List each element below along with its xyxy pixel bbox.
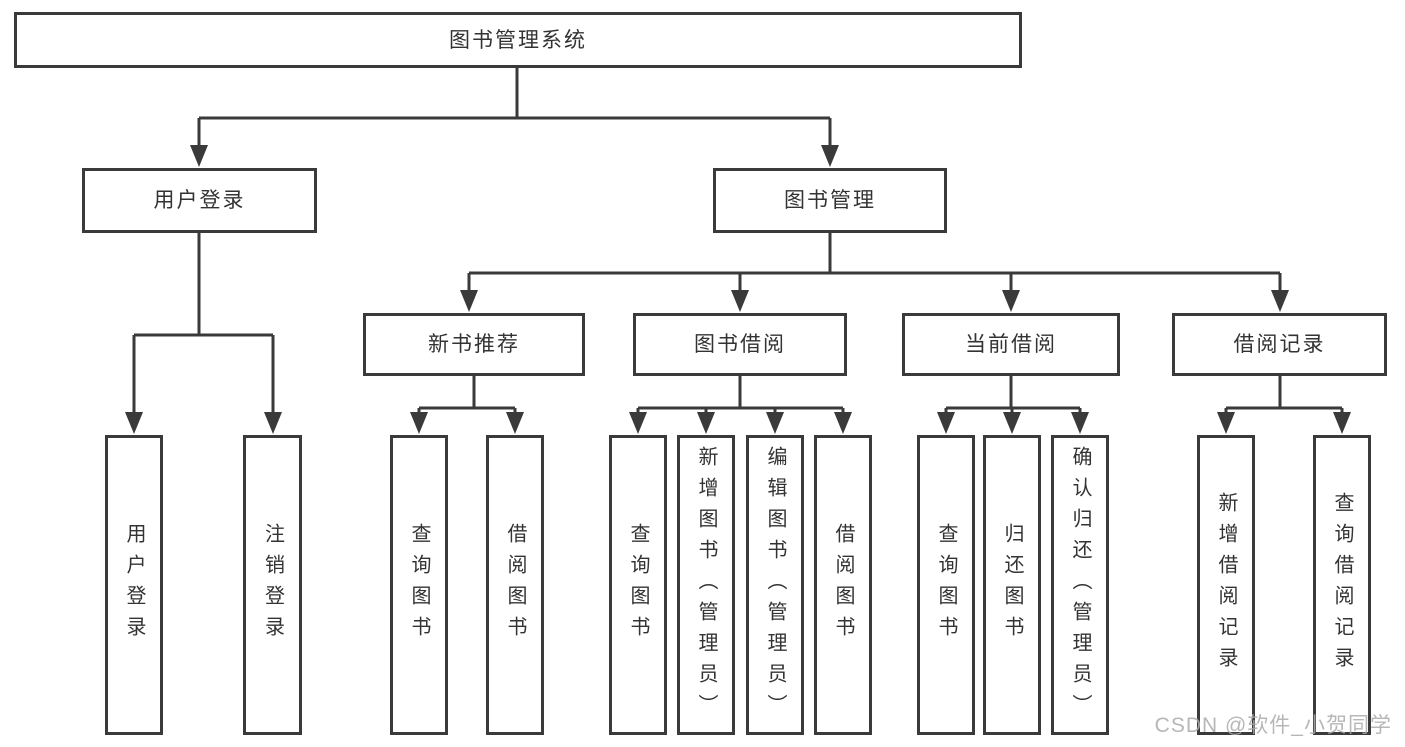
node-leaf-return-books: 归还图书 [983,435,1041,735]
node-leaf-borrow-books-1: 借阅图书 [486,435,544,735]
node-leaf-confirm-return-admin: 确认归还（管理员） [1051,435,1109,735]
node-book-borrow: 图书借阅 [633,313,847,376]
connector-new-book-children [410,376,524,434]
node-borrow-records: 借阅记录 [1172,313,1387,376]
node-new-book-recommend: 新书推荐 [363,313,585,376]
connector-user-login-children [125,233,282,434]
node-leaf-query-books-1: 查询图书 [390,435,448,735]
node-current-borrow: 当前借阅 [902,313,1120,376]
node-leaf-logout: 注销登录 [243,435,302,735]
node-leaf-edit-books-admin: 编辑图书（管理员） [746,435,804,735]
node-root-system: 图书管理系统 [14,12,1022,68]
connector-book-borrow-children [629,376,852,434]
node-leaf-query-books-2: 查询图书 [609,435,667,735]
node-leaf-user-login: 用户登录 [105,435,163,735]
node-leaf-query-borrow-record: 查询借阅记录 [1313,435,1371,735]
node-leaf-borrow-books-2: 借阅图书 [814,435,872,735]
node-leaf-add-books-admin: 新增图书（管理员） [677,435,735,735]
node-user-login: 用户登录 [82,168,317,233]
node-book-management: 图书管理 [713,168,947,233]
connector-borrow-records-children [1217,376,1351,434]
connector-book-mgmt-to-sections [460,233,1289,312]
node-leaf-query-books-3: 查询图书 [917,435,975,735]
connector-root-to-level2 [190,68,839,167]
csdn-watermark: CSDN @软件_小贺同学 [1154,714,1392,737]
connector-current-borrow-children [937,376,1089,434]
node-leaf-add-borrow-record: 新增借阅记录 [1197,435,1255,735]
